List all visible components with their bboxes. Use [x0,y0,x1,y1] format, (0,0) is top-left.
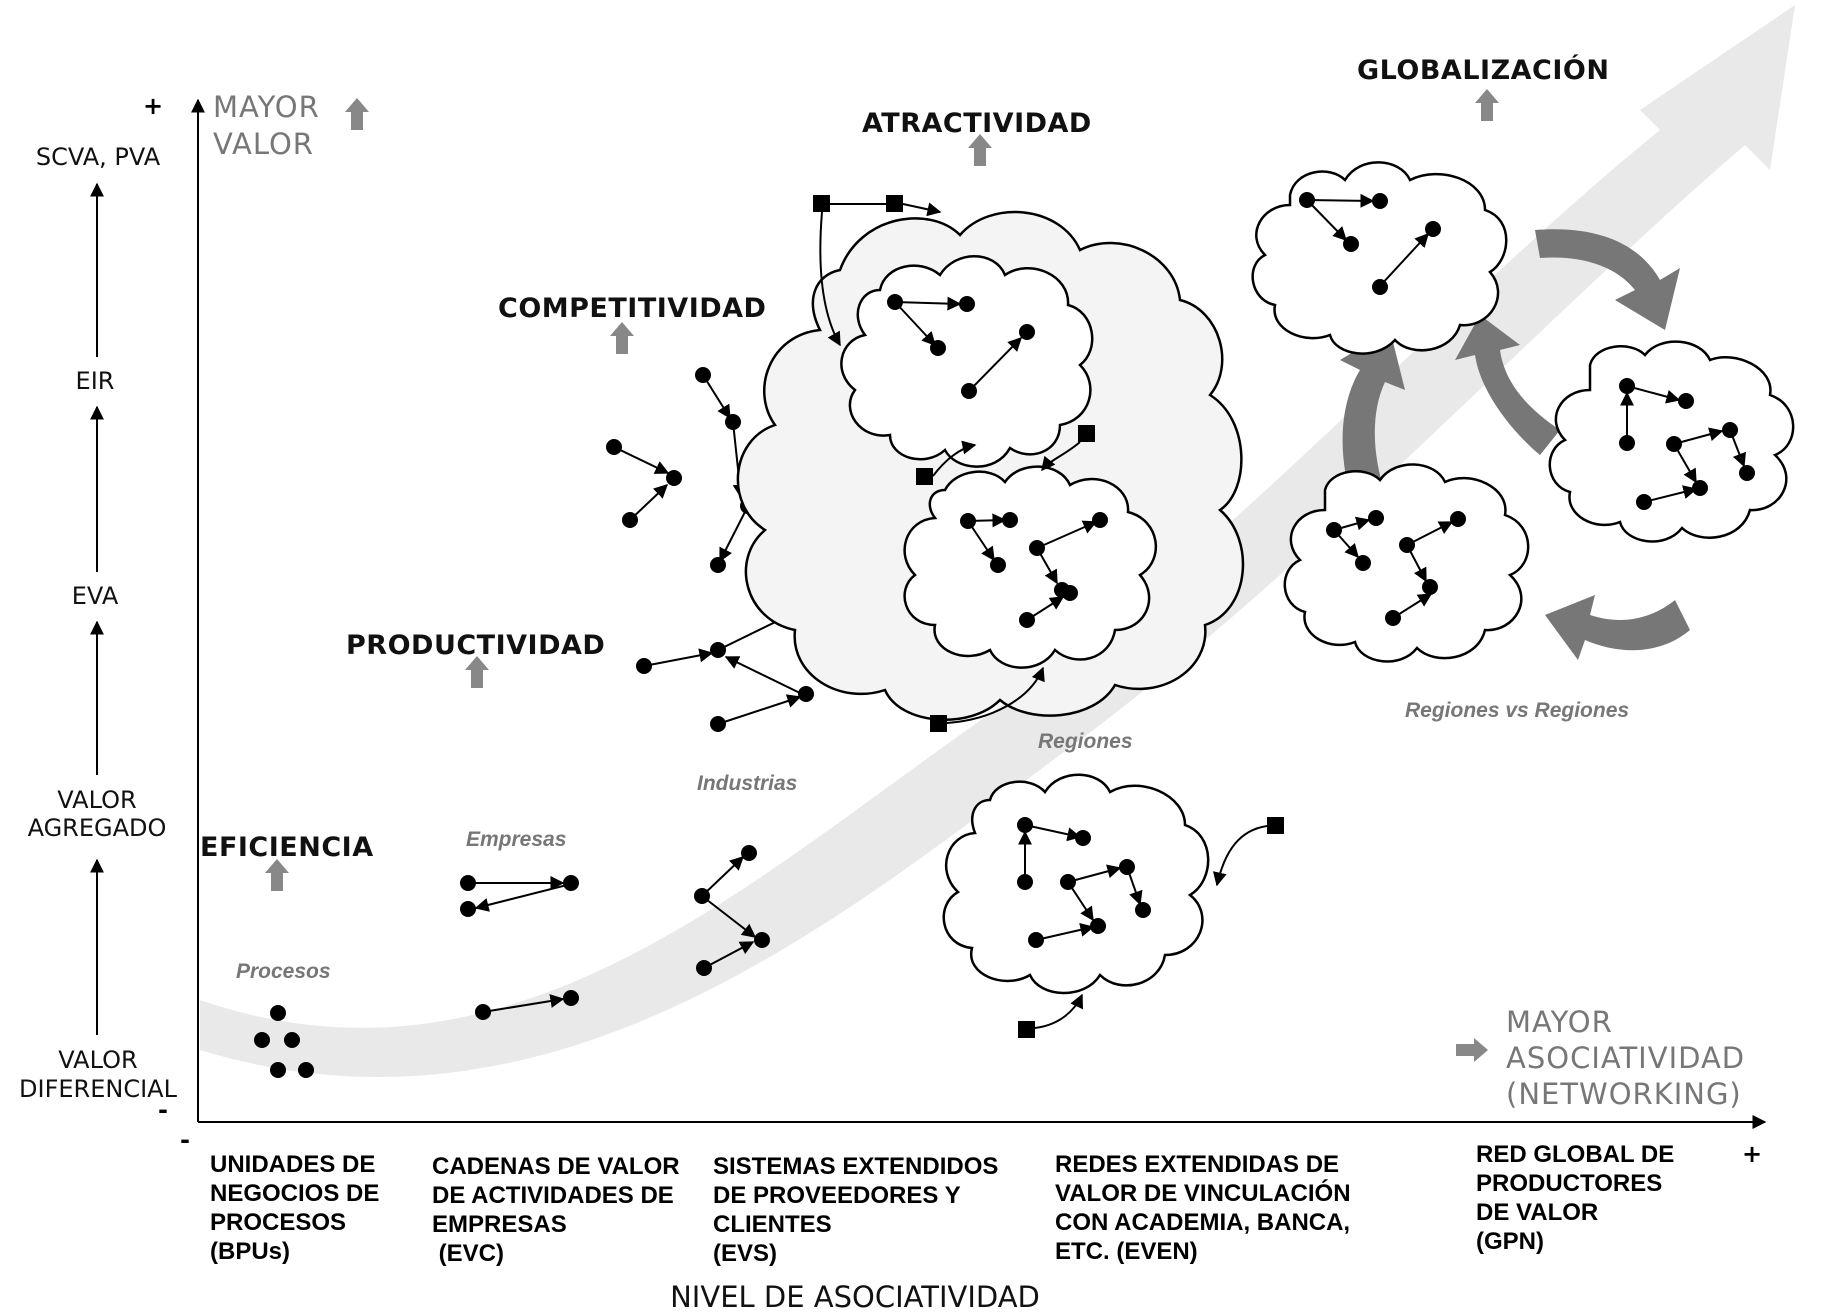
y-header-line2: VALOR [213,127,314,161]
svg-text:EMPRESAS: EMPRESAS [432,1211,567,1238]
external-square-nodes [813,195,1095,732]
level-empresas: Empresas [466,828,566,851]
svg-text:REDES EXTENDIDAS DE: REDES EXTENDIDAS DE [1055,1151,1339,1178]
region-cloud-top [840,255,1094,468]
svg-text:PRODUCTORES: PRODUCTORES [1476,1170,1662,1197]
y-header-arrow-icon [345,98,369,130]
stage-eficiencia: EFICIENCIA [200,832,374,863]
x-axis-labels: - + MAYOR ASOCIATIVIDAD (NETWORKING) UNI… [180,1005,1762,1312]
y-minus-sign: - [158,1096,168,1124]
y-level-eva: EVA [72,582,119,610]
x-category-evs: SISTEMAS EXTENDIDOS DE PROVEEDORES Y CLI… [713,1153,998,1267]
region-cloud-lower [942,773,1284,1038]
y-header-line1: MAYOR [213,90,320,124]
y-level-valor-diferencial-1: VALOR [58,1046,137,1074]
x-plus-sign: + [1742,1140,1762,1168]
stage-labels: EFICIENCIA PRODUCTIVIDAD COMPETITIVIDAD … [200,54,1609,891]
stage-productividad: PRODUCTIVIDAD [346,630,605,661]
svg-text:(EVS): (EVS) [713,1240,777,1267]
stage-eficiencia-arrow-icon [265,859,289,891]
x-header-line2: ASOCIATIVIDAD [1506,1041,1745,1075]
svg-text:ETC. (EVEN): ETC. (EVEN) [1055,1238,1198,1265]
stage-globalizacion: GLOBALIZACIÓN [1357,54,1609,86]
svg-text:CADENAS DE VALOR: CADENAS DE VALOR [432,1153,680,1180]
x-header-arrow-icon [1456,1038,1488,1062]
x-category-evc: CADENAS DE VALOR DE ACTIVIDADES DE EMPRE… [432,1153,680,1267]
x-minus-sign: - [180,1126,190,1154]
level-regiones: Regiones [1038,730,1133,753]
global-cloud-right [1548,340,1795,543]
stage-competitividad-arrow-icon [610,322,634,354]
procesos-dots [254,1005,314,1078]
svg-text:CLIENTES: CLIENTES [713,1211,832,1238]
industrias-networks [606,367,814,976]
y-level-eir: EIR [76,367,115,395]
svg-text:(EVC): (EVC) [432,1240,504,1267]
svg-text:DE VALOR: DE VALOR [1476,1199,1598,1226]
y-plus-sign: + [143,92,163,120]
svg-text:RED GLOBAL DE: RED GLOBAL DE [1476,1141,1674,1168]
stage-atractividad: ATRACTIVIDAD [862,108,1092,139]
level-labels: Procesos Empresas Industrias Regiones Re… [236,699,1629,983]
stage-competitividad: COMPETITIVIDAD [498,293,766,324]
svg-text:UNIDADES DE: UNIDADES DE [210,1151,375,1178]
y-axis-labels: + - MAYOR VALOR SCVA, PVA EIR EVA VALOR … [19,90,369,1124]
x-category-bpus: UNIDADES DE NEGOCIOS DE PROCESOS (BPUs) [210,1151,379,1265]
svg-text:DE PROVEEDORES Y: DE PROVEEDORES Y [713,1182,961,1209]
y-level-valor-agregado-1: VALOR [57,786,136,814]
x-header-line1: MAYOR [1506,1005,1613,1039]
level-industrias: Industrias [697,772,797,795]
svg-text:CON ACADEMIA, BANCA,: CON ACADEMIA, BANCA, [1055,1209,1350,1236]
svg-text:DE ACTIVIDADES DE: DE ACTIVIDADES DE [432,1182,674,1209]
axes [191,98,1767,1129]
x-category-even: REDES EXTENDIDAS DE VALOR DE VINCULACIÓN… [1055,1151,1351,1265]
empresas-chains [460,875,579,1020]
svg-text:(BPUs): (BPUs) [210,1238,290,1265]
svg-text:SISTEMAS EXTENDIDOS: SISTEMAS EXTENDIDOS [713,1153,998,1180]
x-header-line3: (NETWORKING) [1506,1077,1742,1111]
y-level-scva: SCVA, PVA [36,143,161,171]
global-cloud-bottom [1283,463,1530,663]
region-cloud-middle [903,465,1158,669]
y-level-valor-agregado-2: AGREGADO [28,814,167,842]
x-category-gpn: RED GLOBAL DE PRODUCTORES DE VALOR (GPN) [1476,1141,1674,1255]
stage-globalizacion-arrow-icon [1475,89,1499,121]
level-procesos: Procesos [236,960,331,983]
global-cloud-top [1251,161,1508,355]
x-axis-title: NIVEL DE ASOCIATIVIDAD [670,1280,1040,1312]
level-regiones-vs-regiones: Regiones vs Regiones [1405,699,1629,722]
y-level-valor-diferencial-2: DIFERENCIAL [19,1075,178,1103]
svg-text:PROCESOS: PROCESOS [210,1209,346,1236]
svg-text:VALOR DE VINCULACIÓN: VALOR DE VINCULACIÓN [1055,1179,1351,1207]
svg-text:NEGOCIOS DE: NEGOCIOS DE [210,1180,379,1207]
svg-text:(GPN): (GPN) [1476,1228,1544,1255]
